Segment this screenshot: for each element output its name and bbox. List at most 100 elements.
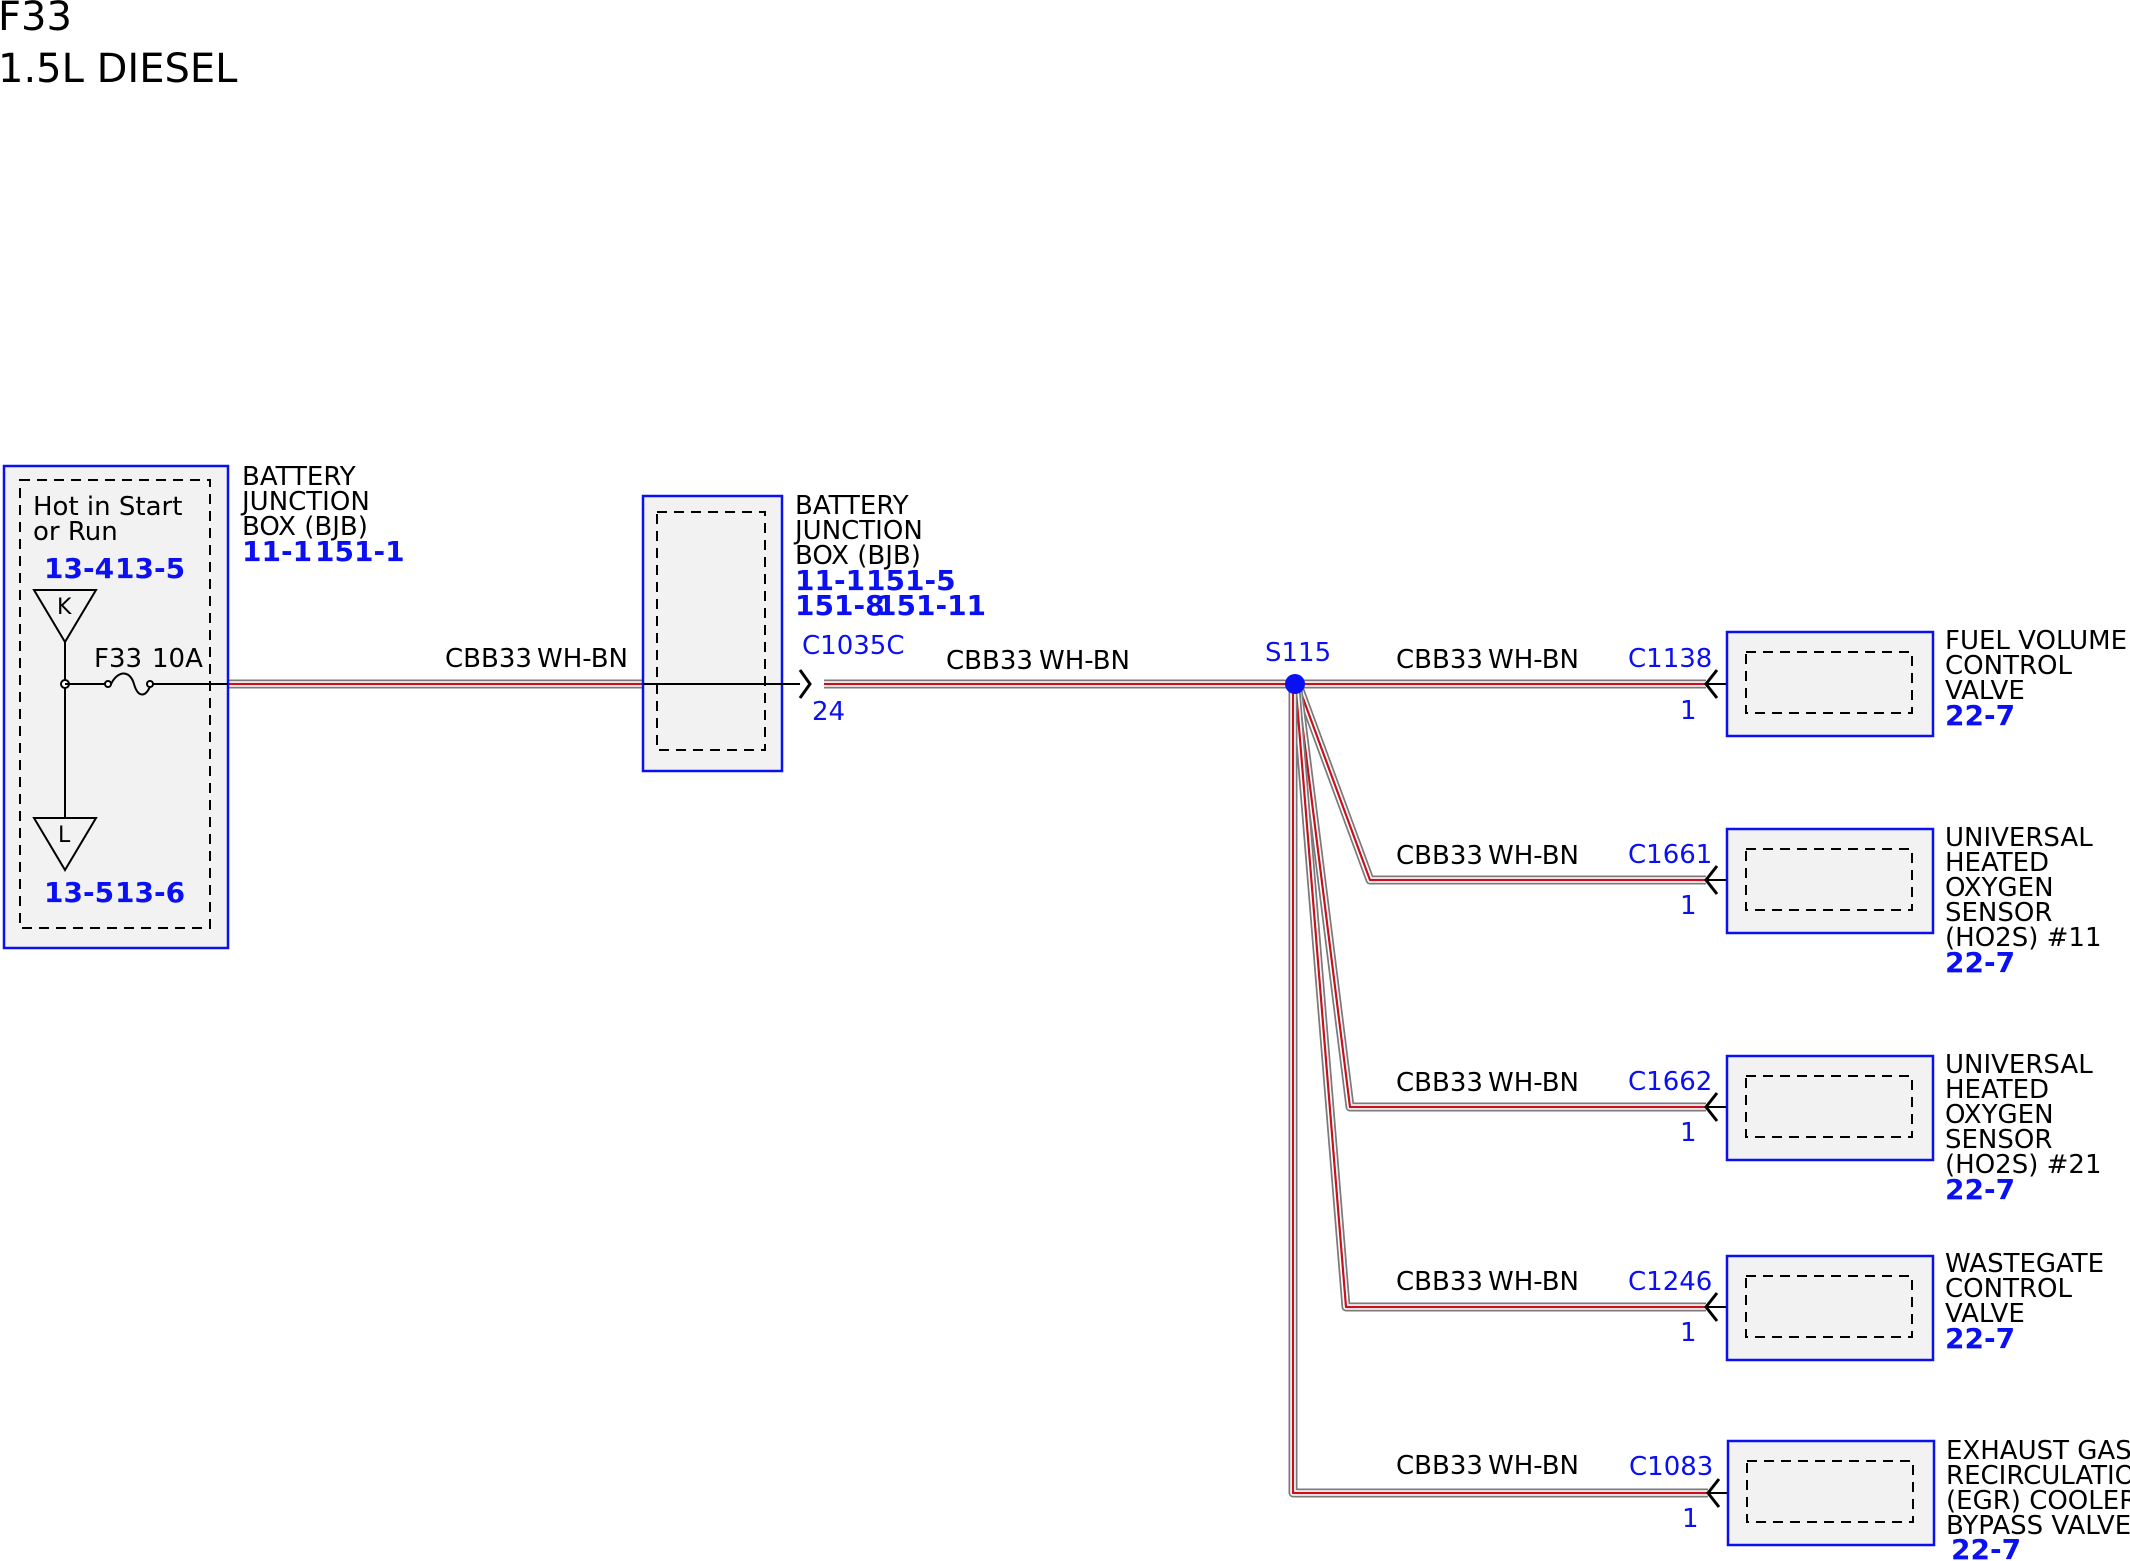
- branch-3-name-line-3: OXYGEN: [1945, 1100, 2054, 1130]
- fuse-box-bottom-ref-1[interactable]: 13-5: [44, 876, 114, 909]
- wire-s115-to-c1661[interactable]: [1295, 688, 1706, 885]
- branch-3-name-line-4: SENSOR: [1945, 1125, 2052, 1155]
- fuse-box-inner-outline: [19, 479, 211, 929]
- fuse-box-name-line-3: BOX (BJB): [242, 512, 368, 542]
- ho2s-21-outline: [1725, 1054, 1935, 1162]
- branch-5-ref[interactable]: 22-7: [1951, 1533, 2021, 1561]
- connector-c1661[interactable]: C1661: [1628, 840, 1712, 870]
- fuel-volume-control-valve-inner: [1745, 651, 1913, 714]
- branch-1-wire-circuit: CBB33: [1396, 645, 1483, 675]
- fuel-volume-control-valve-outline: [1725, 630, 1935, 738]
- connector-c1138[interactable]: C1138: [1628, 644, 1712, 674]
- splice-label[interactable]: S115: [1265, 638, 1331, 668]
- branch-2: CBB33 WH-BN C1661 1 UNIVERSAL HEATED OXY…: [1396, 823, 2101, 979]
- fuse-box-ref-1[interactable]: 11-1: [242, 535, 312, 568]
- wire-label-1: CBB33 WH-BN: [445, 644, 628, 674]
- connector-c1083[interactable]: C1083: [1629, 1452, 1713, 1482]
- fuse-box-top-ref-1[interactable]: 13-4: [44, 552, 114, 585]
- relay-l-triangle-icon: [32, 817, 98, 872]
- branch-1-wire-color: WH-BN: [1488, 645, 1579, 675]
- wire-s115-to-c1083[interactable]: [1288, 690, 1708, 1498]
- branch-4-name-line-2: CONTROL: [1945, 1274, 2072, 1304]
- fuse-box-state-line-1: Hot in Start: [33, 492, 182, 522]
- branch-3-name-line-1: UNIVERSAL: [1945, 1050, 2093, 1080]
- bjb-name-line-3: BOX (BJB): [795, 541, 921, 571]
- fuse-icon: [110, 672, 152, 696]
- connector-c1246-pin: 1: [1680, 1318, 1697, 1348]
- fuse-rating: 10A: [152, 644, 203, 674]
- branch-3-name-line-2: HEATED: [1945, 1075, 2049, 1105]
- egr-cooler-bypass-valve-inner: [1746, 1460, 1914, 1523]
- title-line-2: 1.5L DIESEL: [0, 46, 238, 92]
- branch-2-name-line-4: SENSOR: [1945, 898, 2052, 928]
- ho2s-21-inner: [1745, 1075, 1913, 1138]
- relay-l-label: L: [58, 823, 71, 848]
- connector-arrow-c1035c-icon: [798, 669, 812, 699]
- branch-1-name-line-2: CONTROL: [1945, 651, 2072, 681]
- wire-layer: [228, 679, 1708, 1498]
- wire-s115-to-c1246[interactable]: [1291, 689, 1706, 1312]
- branch-5-name-line-2: RECIRCULATION: [1946, 1461, 2130, 1491]
- fuse-box-state-line-2: or Run: [33, 517, 118, 547]
- branch-4: CBB33 WH-BN C1246 1 WASTEGATE CONTROL VA…: [1396, 1249, 2104, 1362]
- connector-c1083-pin: 1: [1682, 1504, 1699, 1534]
- branch-5-name-line-3: (EGR) COOLER: [1946, 1486, 2130, 1516]
- branch-5-name-line-4: BYPASS VALVE: [1946, 1511, 2130, 1541]
- branch-5-wire-circuit: CBB33: [1396, 1451, 1483, 1481]
- branch-3: CBB33 WH-BN C1662 1 UNIVERSAL HEATED OXY…: [1396, 1050, 2101, 1206]
- bjb-box-inner-outline: [656, 511, 766, 751]
- connector-c1246[interactable]: C1246: [1628, 1267, 1712, 1297]
- branch-4-wire-color: WH-BN: [1488, 1267, 1579, 1297]
- wire-label-1-color: WH-BN: [537, 644, 628, 674]
- wire-label-1-circuit: CBB33: [445, 644, 532, 674]
- egr-cooler-bypass-valve-outline: [1726, 1439, 1936, 1547]
- relay-k-triangle-icon: [32, 589, 98, 644]
- bjb-ref-3[interactable]: 151-8: [795, 589, 885, 622]
- bjb-box: BATTERY JUNCTION BOX (BJB) 11-1 151-5 15…: [641, 491, 986, 773]
- fuse-box-name-line-1: BATTERY: [242, 462, 356, 492]
- branch-3-ref[interactable]: 22-7: [1945, 1173, 2015, 1206]
- title-line-1: F33: [0, 0, 72, 40]
- splice-dot-icon[interactable]: [1285, 674, 1305, 694]
- connector-c1138-pin: 1: [1680, 696, 1697, 726]
- connector-c1662-pin: 1: [1680, 1118, 1697, 1148]
- fuse-terminal-left: [104, 680, 112, 688]
- wastegate-control-valve-inner: [1745, 1275, 1913, 1338]
- splice-s115: S115: [1265, 638, 1331, 668]
- connector-c1661-pin: 1: [1680, 891, 1697, 921]
- branch-5-name-line-1: EXHAUST GAS: [1946, 1436, 2130, 1466]
- bjb-box-outline: [641, 494, 784, 773]
- bjb-ref-4[interactable]: 151-11: [877, 589, 986, 622]
- wire-s115-to-c1662[interactable]: [1293, 689, 1706, 1112]
- wastegate-control-valve-outline: [1725, 1254, 1935, 1362]
- branch-3-name-line-5: (HO2S) #21: [1945, 1150, 2101, 1180]
- fuse-box-ref-2[interactable]: 151-1: [315, 535, 405, 568]
- bjb-name-line-1: BATTERY: [795, 491, 909, 521]
- bjb-ref-1[interactable]: 11-1: [795, 564, 865, 597]
- wire-label-2: CBB33 WH-BN: [946, 646, 1130, 676]
- bjb-ref-2[interactable]: 151-5: [866, 564, 956, 597]
- fuse-box-top-ref-2[interactable]: 13-5: [115, 552, 185, 585]
- branch-1-name-line-1: FUEL VOLUME: [1945, 626, 2127, 656]
- branch-2-name-line-2: HEATED: [1945, 848, 2049, 878]
- fuse-box-name-line-2: JUNCTION: [240, 487, 370, 517]
- connector-c1035c[interactable]: C1035C: [802, 631, 904, 661]
- fuse-box-outline: [2, 464, 230, 950]
- wire-label-2-circuit: CBB33: [946, 646, 1033, 676]
- branch-3-wire-circuit: CBB33: [1396, 1068, 1483, 1098]
- fuse-box: Hot in Start or Run 13-4 13-5 K F33 10A …: [2, 462, 405, 950]
- branch-2-name-line-1: UNIVERSAL: [1945, 823, 2093, 853]
- branch-4-ref[interactable]: 22-7: [1945, 1322, 2015, 1355]
- relay-k-label: K: [57, 595, 72, 620]
- branch-1-ref[interactable]: 22-7: [1945, 699, 2015, 732]
- branch-4-wire-circuit: CBB33: [1396, 1267, 1483, 1297]
- branch-5: CBB33 WH-BN C1083 1 EXHAUST GAS RECIRCUL…: [1396, 1436, 2130, 1561]
- branch-2-name-line-5: (HO2S) #11: [1945, 923, 2101, 953]
- branch-2-ref[interactable]: 22-7: [1945, 946, 2015, 979]
- branch-1-name-line-3: VALVE: [1945, 676, 2025, 706]
- branch-5-wire-color: WH-BN: [1488, 1451, 1579, 1481]
- fuse-box-bottom-ref-2[interactable]: 13-6: [115, 876, 185, 909]
- connector-c1662[interactable]: C1662: [1628, 1067, 1712, 1097]
- branch-2-name-line-3: OXYGEN: [1945, 873, 2054, 903]
